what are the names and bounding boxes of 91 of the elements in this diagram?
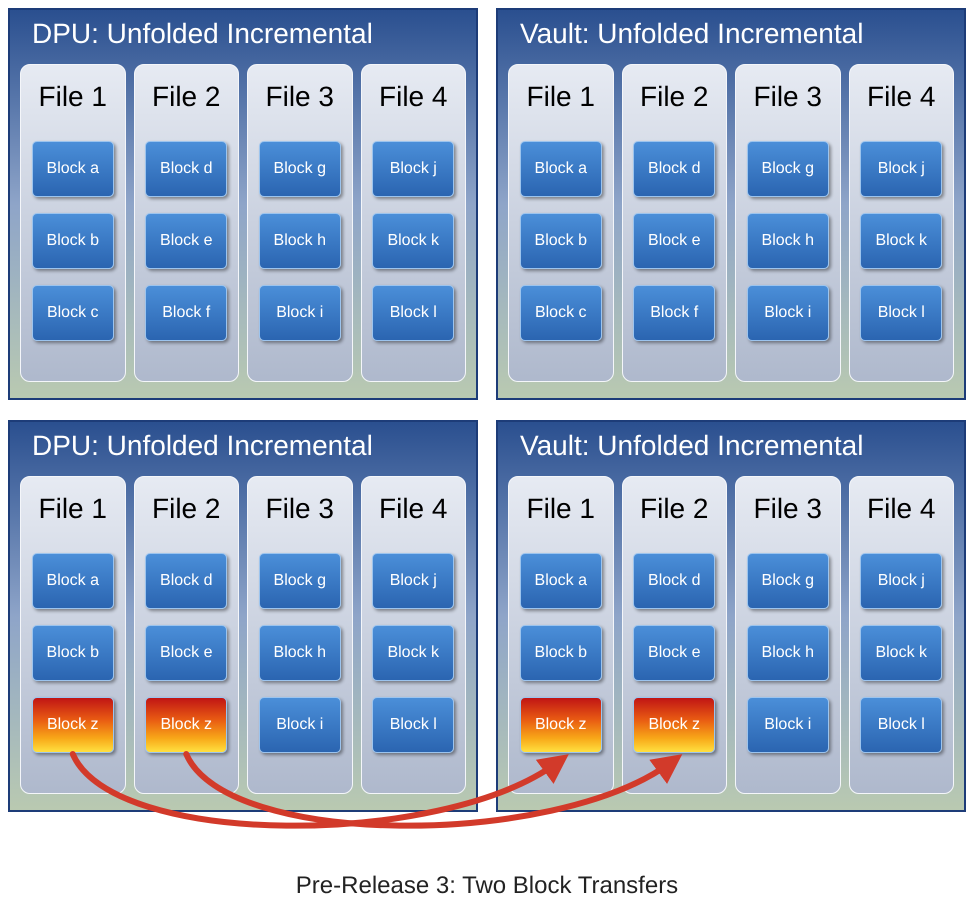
file-column (360, 64, 466, 382)
block: Block h (746, 213, 829, 269)
block: Block l (372, 697, 454, 753)
panel (8, 8, 478, 400)
file-column (247, 64, 352, 382)
block: Block j (372, 553, 454, 609)
file-column (20, 476, 126, 794)
block: Block l (860, 285, 942, 341)
block: Block j (372, 141, 454, 197)
file-title: File 1 (526, 80, 595, 114)
block: Block b (520, 213, 602, 269)
block: Block l (860, 697, 942, 753)
file-column (735, 476, 840, 794)
panel (496, 8, 966, 400)
block: Block h (258, 213, 341, 269)
panel-title: DPU: Unfolded Incremental (31, 17, 374, 51)
block: Block k (860, 213, 942, 269)
file-title: File 1 (38, 80, 107, 114)
block: Block h (746, 625, 829, 681)
block: Block k (860, 625, 942, 681)
transferred-block: Block z (145, 697, 228, 753)
file-title: File 3 (754, 492, 822, 526)
file-title: File 2 (640, 492, 708, 526)
block: Block b (32, 213, 114, 269)
block: Block e (633, 625, 716, 681)
block: Block h (258, 625, 341, 681)
block: Block b (520, 625, 602, 681)
block: Block j (860, 141, 942, 197)
file-title: File 4 (379, 80, 448, 114)
block: Block a (32, 141, 114, 197)
file-title: File 3 (266, 80, 334, 114)
block: Block a (520, 553, 602, 609)
panel (496, 420, 966, 812)
file-column (622, 476, 727, 794)
block: Block f (633, 285, 716, 341)
block: Block l (372, 285, 454, 341)
block: Block a (520, 141, 602, 197)
block: Block e (145, 625, 228, 681)
file-title: File 1 (526, 492, 595, 526)
block: Block d (145, 553, 228, 609)
file-title: File 1 (38, 492, 107, 526)
block: Block d (633, 553, 716, 609)
file-title: File 4 (867, 492, 936, 526)
file-column (508, 64, 614, 382)
file-column (360, 476, 466, 794)
curved-arrow (70, 751, 570, 829)
panel (8, 420, 478, 812)
file-title: File 4 (867, 80, 936, 114)
block: Block i (746, 697, 829, 753)
file-column (848, 476, 954, 794)
block: Block g (746, 141, 829, 197)
file-title: File 2 (152, 492, 220, 526)
file-column (20, 64, 126, 382)
transferred-block: Block z (520, 697, 602, 753)
caption: Pre-Release 3: Two Block Transfers (294, 871, 680, 901)
curved-arrow (183, 751, 684, 829)
block: Block g (258, 141, 341, 197)
file-title: File 4 (379, 492, 448, 526)
block: Block c (32, 285, 114, 341)
panel-title: Vault: Unfolded Incremental (519, 17, 864, 51)
file-column (134, 476, 239, 794)
file-column (622, 64, 727, 382)
block: Block j (860, 553, 942, 609)
file-column (508, 476, 614, 794)
file-title: File 2 (640, 80, 708, 114)
panel-title: Vault: Unfolded Incremental (519, 429, 864, 463)
block: Block d (145, 141, 228, 197)
block: Block i (258, 697, 341, 753)
file-column (735, 64, 840, 382)
transferred-block: Block z (32, 697, 114, 753)
block: Block i (258, 285, 341, 341)
block: Block b (32, 625, 114, 681)
block: Block a (32, 553, 114, 609)
block: Block i (746, 285, 829, 341)
block: Block k (372, 213, 454, 269)
file-column (848, 64, 954, 382)
block: Block e (145, 213, 228, 269)
block: Block g (258, 553, 341, 609)
file-column (134, 64, 239, 382)
panel-title: DPU: Unfolded Incremental (31, 429, 374, 463)
file-column (247, 476, 352, 794)
block: Block d (633, 141, 716, 197)
block: Block k (372, 625, 454, 681)
file-title: File 3 (266, 492, 334, 526)
transferred-block: Block z (633, 697, 716, 753)
block: Block c (520, 285, 602, 341)
block: Block g (746, 553, 829, 609)
block: Block f (145, 285, 228, 341)
file-title: File 3 (754, 80, 822, 114)
block: Block e (633, 213, 716, 269)
file-title: File 2 (152, 80, 220, 114)
